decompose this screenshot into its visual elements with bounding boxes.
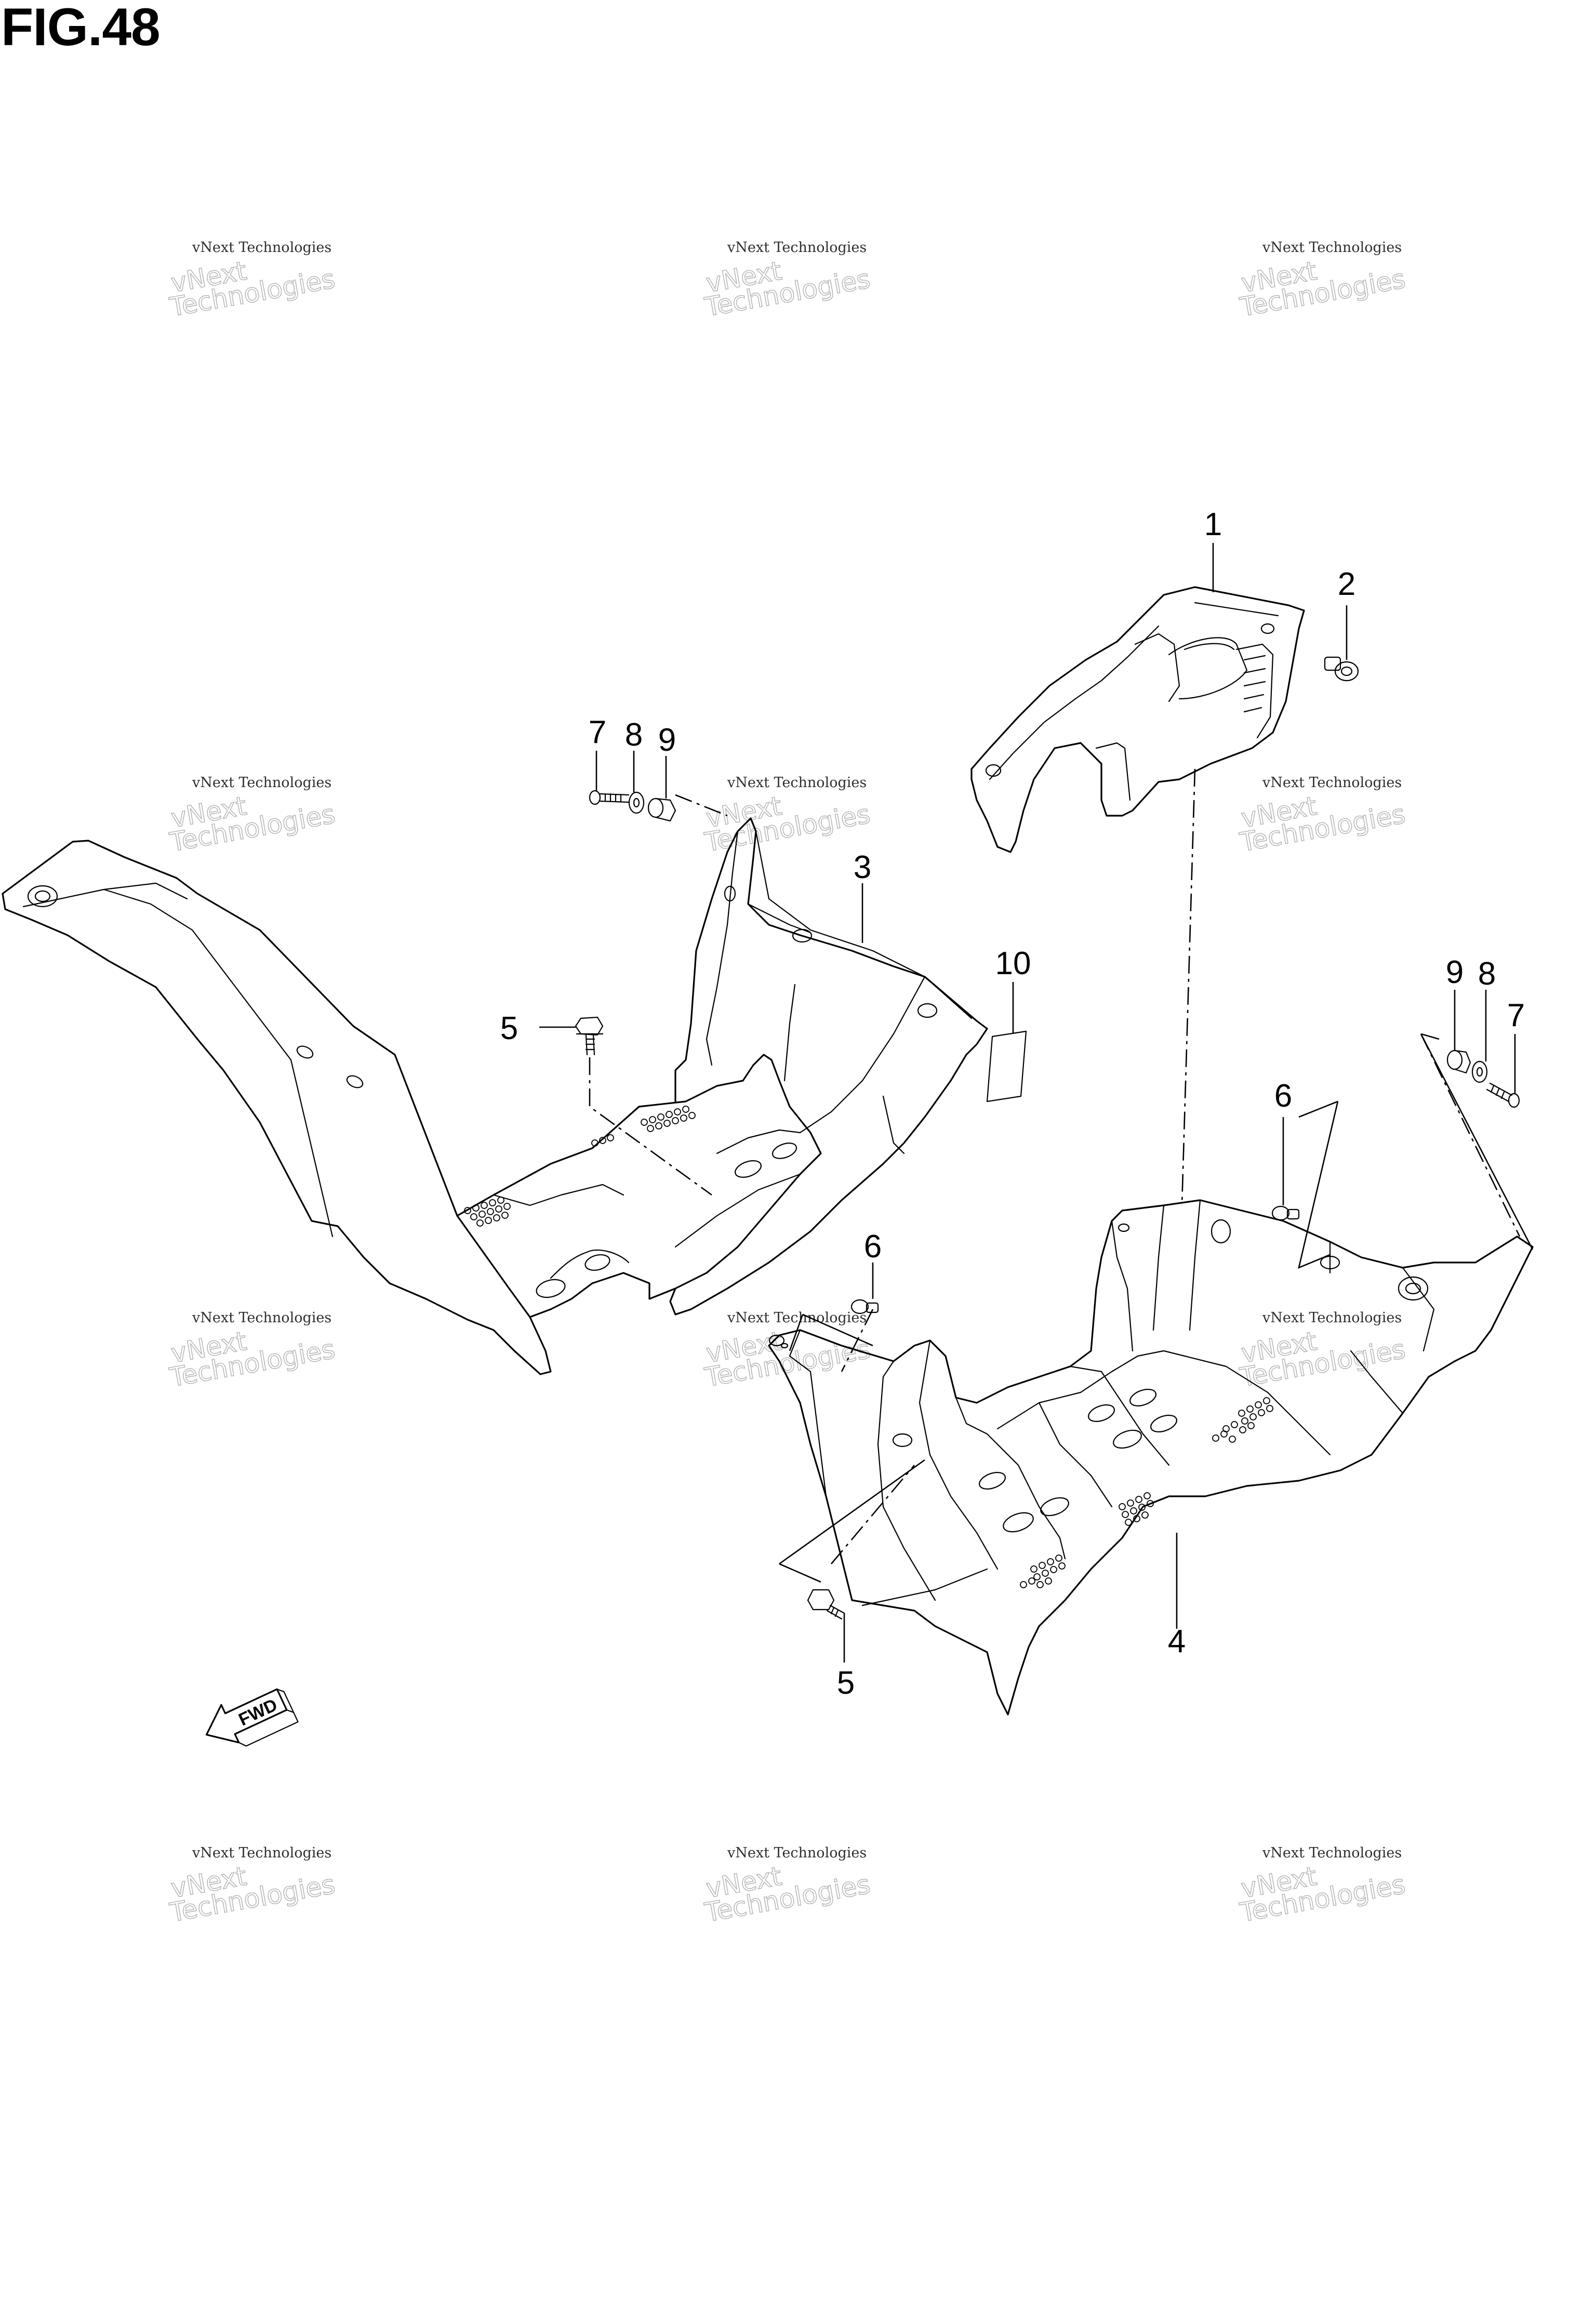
watermarks: vNext Technologies vNext Technologies vN… bbox=[167, 240, 1408, 1928]
part-10-label bbox=[986, 1030, 1027, 1102]
watermark: vNext Technologies vNext Technologies bbox=[702, 1310, 873, 1393]
watermark-small: vNext Technologies bbox=[192, 775, 331, 791]
watermark-small: vNext Technologies bbox=[1262, 1845, 1402, 1861]
watermark-small: vNext Technologies bbox=[1262, 775, 1402, 791]
part-9-grommet-left bbox=[647, 798, 676, 822]
watermark: vNext Technologies vNext Technologies bbox=[1237, 1845, 1408, 1928]
part-6-clip-left bbox=[850, 1299, 879, 1314]
callout-7-right: 7 bbox=[1507, 998, 1525, 1033]
fwd-label: FWD bbox=[236, 1695, 281, 1730]
callout-8-left: 8 bbox=[625, 717, 643, 753]
figure-title: FIG.48 bbox=[1, 0, 161, 57]
part-7-screw-left bbox=[589, 790, 630, 805]
part-8-washer-right bbox=[1471, 1060, 1488, 1083]
callout-6-right: 6 bbox=[1274, 1078, 1292, 1114]
callout-9-left: 9 bbox=[658, 722, 676, 758]
watermark-small: vNext Technologies bbox=[1262, 240, 1402, 256]
callout-9-right: 9 bbox=[1446, 954, 1464, 990]
part-5-bolt-lower bbox=[807, 1589, 845, 1620]
watermark: vNext Technologies vNext Technologies bbox=[702, 1845, 873, 1928]
callout-labels: 1 2 3 4 5 5 6 6 7 7 8 8 9 9 10 bbox=[500, 507, 1525, 1701]
watermark: vNext Technologies vNext Technologies bbox=[167, 1845, 338, 1928]
part-8-washer-left bbox=[628, 791, 645, 814]
watermark: vNext Technologies vNext Technologies bbox=[702, 240, 873, 323]
part-1-front-cover bbox=[970, 586, 1305, 853]
callout-1: 1 bbox=[1204, 507, 1222, 542]
part-5-bolt-upper bbox=[575, 1016, 604, 1056]
watermark-small: vNext Technologies bbox=[727, 240, 867, 256]
part-3-left-footrest bbox=[2, 817, 988, 1375]
callout-5-lower: 5 bbox=[837, 1665, 855, 1701]
callout-5-upper: 5 bbox=[500, 1011, 518, 1046]
callout-2: 2 bbox=[1338, 566, 1355, 602]
callout-3: 3 bbox=[854, 849, 871, 885]
watermark: vNext Technologies vNext Technologies bbox=[1237, 1310, 1408, 1393]
watermark-small: vNext Technologies bbox=[1262, 1310, 1402, 1326]
callout-6-left: 6 bbox=[864, 1229, 882, 1265]
watermark: vNext Technologies vNext Technologies bbox=[1237, 775, 1408, 858]
watermark: vNext Technologies vNext Technologies bbox=[167, 775, 338, 858]
watermark-small: vNext Technologies bbox=[727, 1310, 867, 1326]
watermark-small: vNext Technologies bbox=[192, 1310, 331, 1326]
leader-lines bbox=[539, 543, 1516, 1663]
part-4-right-footrest bbox=[768, 1199, 1534, 1716]
part-2-clip bbox=[1324, 656, 1359, 682]
part-7-screw-right bbox=[1486, 1082, 1520, 1108]
part-9-grommet-right bbox=[1446, 1049, 1471, 1074]
fwd-arrow-icon: FWD bbox=[205, 1688, 299, 1747]
installation-lines bbox=[589, 768, 1534, 1583]
watermark: vNext Technologies vNext Technologies bbox=[167, 1310, 338, 1393]
watermark: vNext Technologies vNext Technologies bbox=[167, 240, 338, 323]
watermark-small: vNext Technologies bbox=[192, 240, 331, 256]
callout-7-left: 7 bbox=[589, 714, 606, 750]
watermark-small: vNext Technologies bbox=[727, 1845, 867, 1861]
watermark: vNext Technologies vNext Technologies bbox=[1237, 240, 1408, 323]
callout-10: 10 bbox=[995, 946, 1031, 981]
part-6-clip-right bbox=[1271, 1205, 1300, 1221]
callout-8-right: 8 bbox=[1478, 956, 1496, 992]
watermark-small: vNext Technologies bbox=[727, 775, 867, 791]
watermark: vNext Technologies vNext Technologies bbox=[702, 775, 873, 858]
callout-4: 4 bbox=[1168, 1624, 1186, 1659]
watermark-small: vNext Technologies bbox=[192, 1845, 331, 1861]
